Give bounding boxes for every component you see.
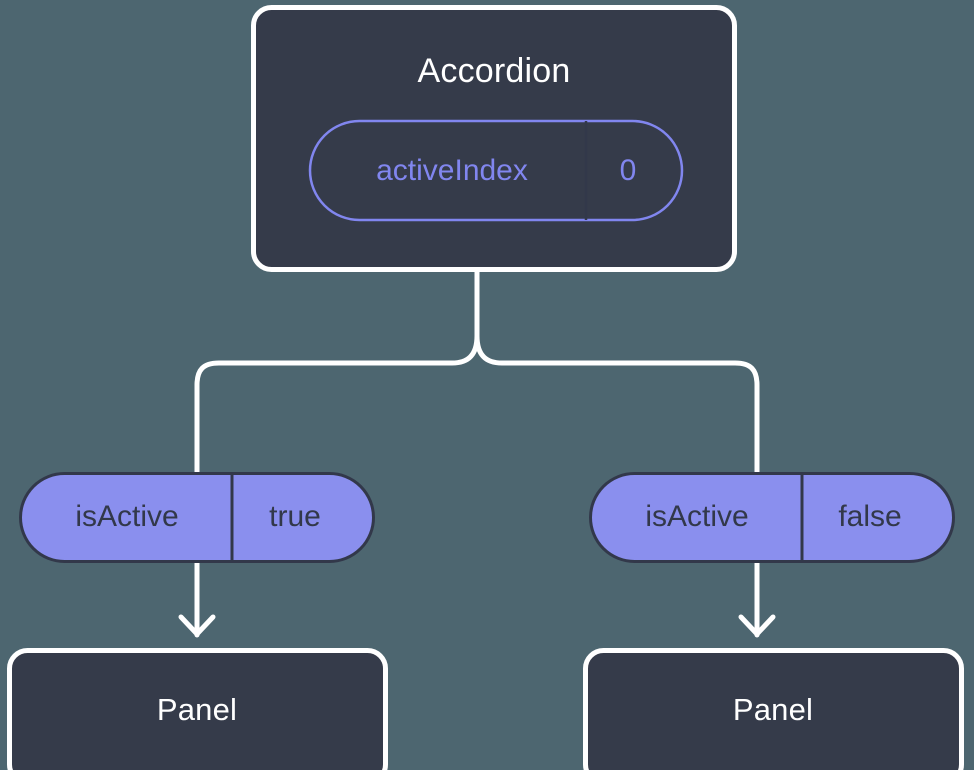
- left-panel-node[interactable]: Panel: [7, 648, 388, 770]
- right-panel-node-box: [583, 648, 964, 770]
- left-prop-value: true: [269, 500, 321, 533]
- connector-fork-left: [194, 333, 480, 475]
- left-prop-pill[interactable]: isActive true: [19, 472, 375, 563]
- left-prop-pill-body: [19, 472, 375, 563]
- connector-fork-right: [474, 333, 760, 475]
- right-panel-node-title: Panel: [733, 692, 813, 727]
- arrow-left-head-icon: [178, 614, 216, 637]
- accordion-prop-name: activeIndex: [376, 154, 528, 187]
- right-prop-name: isActive: [645, 500, 748, 533]
- accordion-node[interactable]: Accordion activeIndex 0: [251, 5, 737, 272]
- connector-group: [194, 269, 760, 475]
- accordion-prop-value: 0: [620, 154, 637, 187]
- right-prop-pill-body: [589, 472, 955, 563]
- right-panel-node[interactable]: Panel: [583, 648, 964, 770]
- left-panel-node-box: [7, 648, 388, 770]
- arrow-right-head-icon: [738, 614, 776, 637]
- left-prop-name: isActive: [75, 500, 178, 533]
- left-panel-node-title: Panel: [157, 692, 237, 727]
- accordion-prop-pill-outline: [308, 119, 684, 222]
- accordion-prop-pill[interactable]: activeIndex 0: [308, 119, 684, 222]
- right-prop-pill[interactable]: isActive false: [589, 472, 955, 563]
- arrow-group: [178, 560, 776, 638]
- accordion-node-box: [251, 5, 737, 272]
- right-prop-value: false: [838, 500, 901, 533]
- accordion-node-title: Accordion: [418, 52, 571, 90]
